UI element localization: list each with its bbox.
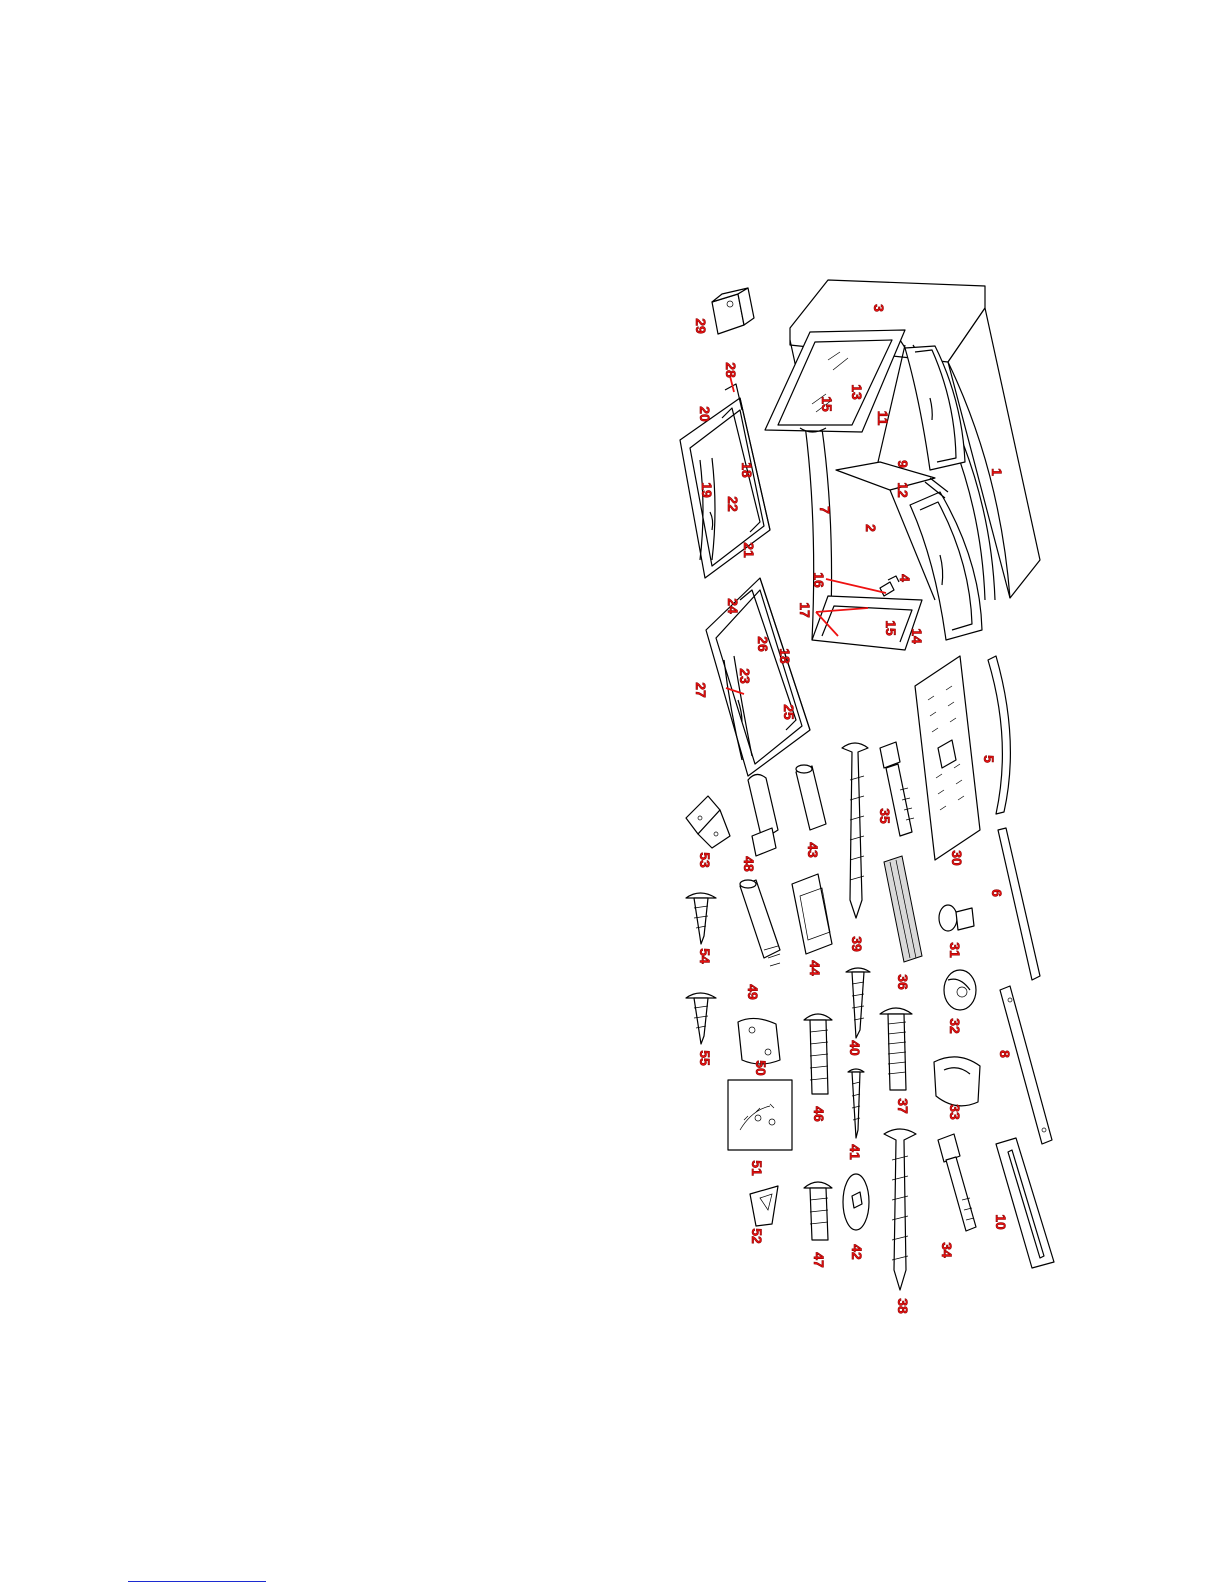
callout-14: 14	[909, 628, 925, 644]
callout-21: 21	[741, 542, 757, 558]
callout-16: 16	[811, 572, 827, 588]
part-29-box	[712, 288, 754, 334]
callout-42: 42	[849, 1244, 865, 1260]
callout-39: 39	[849, 936, 865, 952]
callout-8: 8	[997, 1050, 1013, 1058]
callout-1: 1	[989, 468, 1005, 476]
callout-31: 31	[947, 942, 963, 958]
callout-54: 54	[697, 948, 713, 964]
callout-15a: 15	[819, 396, 835, 412]
callout-18b: 18	[777, 648, 793, 664]
callout-11: 11	[875, 411, 891, 426]
callout-26: 26	[755, 636, 771, 652]
callout-3: 3	[871, 304, 887, 312]
callout-53: 53	[697, 852, 713, 868]
callout-55: 55	[697, 1050, 713, 1066]
callout-20: 20	[697, 406, 713, 422]
callout-12: 12	[895, 482, 911, 498]
callout-38: 38	[895, 1298, 911, 1314]
callout-49: 49	[745, 984, 761, 1000]
callout-50: 50	[753, 1060, 769, 1076]
callout-17: 17	[797, 602, 813, 618]
callout-18a: 18	[739, 462, 755, 478]
callout-10: 10	[993, 1214, 1009, 1230]
callout-2: 2	[863, 524, 879, 532]
callout-47: 47	[811, 1252, 827, 1268]
callout-40: 40	[847, 1040, 863, 1056]
callout-51: 51	[749, 1160, 765, 1176]
callout-33: 33	[947, 1104, 963, 1120]
footer-rule	[128, 1581, 266, 1582]
callout-22: 22	[725, 496, 741, 512]
callout-4: 4	[897, 574, 913, 582]
callout-44: 44	[807, 960, 823, 976]
callout-41: 41	[847, 1144, 863, 1160]
callout-25: 25	[781, 704, 797, 720]
panel-parts	[915, 656, 1054, 1268]
callout-36: 36	[895, 974, 911, 990]
callout-29: 29	[693, 318, 709, 334]
callout-43: 43	[805, 842, 821, 858]
callout-35: 35	[877, 808, 893, 824]
callout-48: 48	[741, 856, 757, 872]
callout-46: 46	[811, 1106, 827, 1122]
callout-19: 19	[699, 482, 715, 498]
callout-30: 30	[949, 850, 965, 866]
callout-28: 28	[723, 362, 739, 378]
callout-6: 6	[989, 889, 1005, 897]
callout-27: 27	[693, 682, 709, 698]
callout-7: 7	[817, 506, 833, 514]
drawer-assembly-lower	[706, 578, 810, 776]
callout-23: 23	[737, 668, 753, 684]
callout-37: 37	[895, 1098, 911, 1114]
callout-15b: 15	[883, 620, 899, 636]
callout-24: 24	[725, 598, 741, 614]
callout-52: 52	[749, 1228, 765, 1244]
callout-13: 13	[849, 384, 865, 400]
callout-9: 9	[895, 460, 911, 468]
callout-32: 32	[947, 1018, 963, 1034]
callout-5: 5	[981, 755, 997, 763]
callout-34: 34	[939, 1242, 955, 1258]
